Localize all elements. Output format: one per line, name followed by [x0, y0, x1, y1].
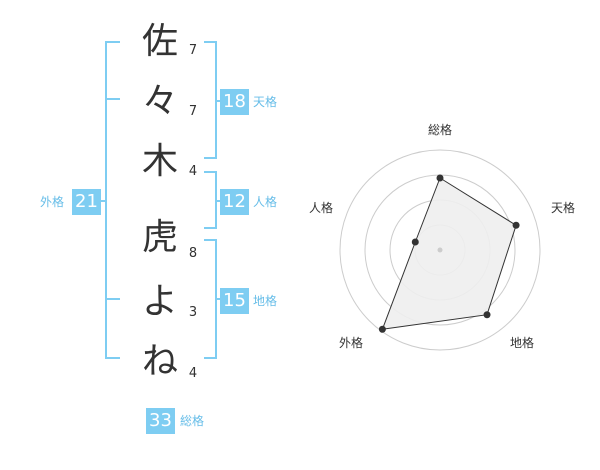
radar-axis-label-soukaku: 総格 — [428, 123, 453, 137]
tenkaku-label: 天格 — [253, 95, 278, 109]
soukaku-label: 総格 — [180, 414, 205, 428]
tenkaku-bracket — [204, 41, 217, 159]
gaikaku-value: 21 — [72, 189, 101, 215]
radar-point-2 — [512, 221, 520, 229]
radar-series-polygon — [381, 177, 517, 330]
name-char-5: よ — [141, 281, 178, 322]
jinkaku-value: 12 — [220, 189, 249, 215]
stroke-count-5: 3 — [188, 305, 198, 320]
jinkaku-bracket — [204, 171, 217, 229]
radar-point-4 — [378, 325, 386, 333]
radar-point-3 — [483, 311, 491, 319]
gaikaku-bracket — [105, 41, 120, 359]
chikaku-bracket — [204, 239, 217, 359]
tenkaku-value: 18 — [220, 89, 249, 115]
name-char-1: 佐 — [141, 21, 178, 62]
radar-axis-label-tenkaku: 天格 — [551, 201, 576, 215]
name-char-3: 木 — [141, 141, 178, 182]
name-char-2: 々 — [141, 81, 178, 122]
stroke-count-2: 7 — [188, 104, 198, 119]
stroke-count-6: 4 — [188, 366, 198, 381]
radar-axis-label-gaikaku: 外格 — [339, 336, 364, 350]
radar-chart — [339, 149, 541, 351]
radar-grid-ring-4 — [339, 149, 541, 351]
name-char-4: 虎 — [141, 217, 178, 258]
jinkaku-label: 人格 — [253, 195, 278, 209]
stroke-count-3: 4 — [188, 164, 198, 179]
soukaku-value: 33 — [146, 408, 175, 434]
stroke-count-1: 7 — [188, 43, 198, 58]
radar-point-5 — [411, 238, 419, 246]
radar-axis-label-chikaku: 地格 — [510, 336, 535, 350]
gaikaku-label: 外格 — [40, 195, 65, 209]
radar-center-dot — [437, 247, 443, 253]
stroke-count-4: 8 — [188, 246, 198, 261]
name-char-6: ね — [141, 341, 178, 382]
chikaku-label: 地格 — [253, 294, 278, 308]
radar-axis-label-jinkaku: 人格 — [309, 201, 334, 215]
chikaku-value: 15 — [220, 288, 249, 314]
radar-point-1 — [436, 174, 444, 182]
